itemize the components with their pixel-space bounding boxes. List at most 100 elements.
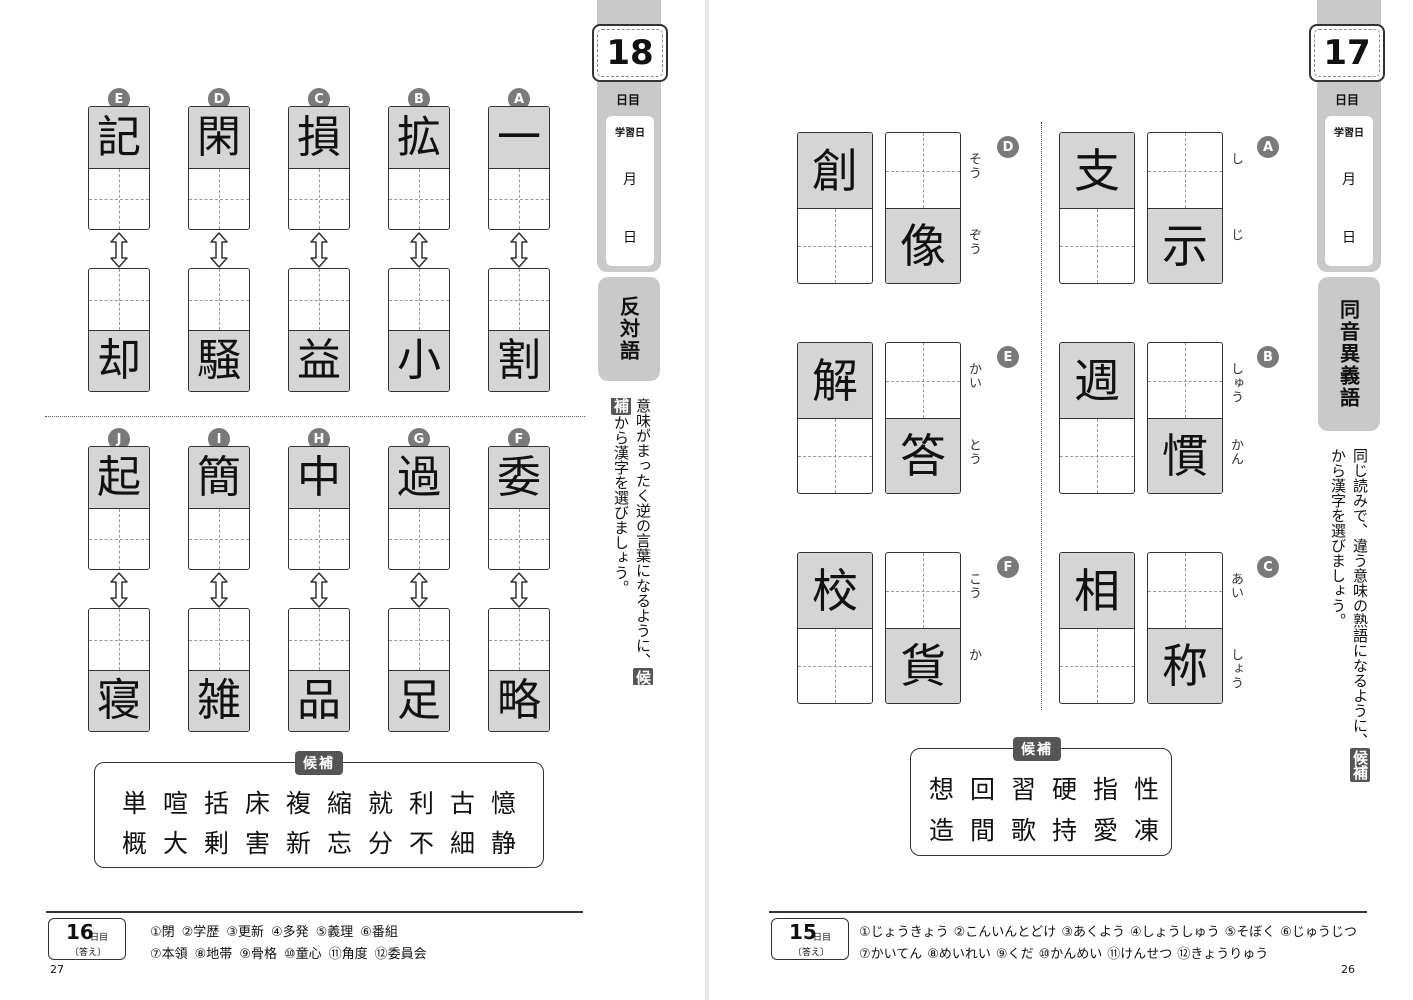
answer-slot <box>886 343 960 418</box>
kanji-cell[interactable]: 支 <box>1059 132 1135 284</box>
kanji-cell[interactable]: 中 <box>288 446 350 570</box>
kanji-cell[interactable]: 割 <box>488 268 550 392</box>
answer-slot <box>886 133 960 208</box>
given-kanji: 益 <box>289 330 349 391</box>
kanji-cell[interactable]: 週 <box>1059 342 1135 494</box>
answer-slot <box>89 508 149 569</box>
candidate-kanji[interactable]: 複 <box>285 789 311 818</box>
candidate-kanji[interactable]: 憶 <box>490 789 516 818</box>
candidate-kanji[interactable]: 古 <box>449 789 475 818</box>
kanji-cell[interactable]: 騒 <box>188 268 250 392</box>
candidate-kanji[interactable]: 性 <box>1133 775 1159 804</box>
kanji-cell[interactable]: 記 <box>88 106 150 230</box>
answers-day: 16 <box>66 920 94 944</box>
candidate-kanji[interactable]: 括 <box>203 789 229 818</box>
kanji-cell[interactable]: 答 <box>885 342 961 494</box>
given-kanji: 創 <box>798 133 872 208</box>
study-day: 日 <box>623 230 637 246</box>
candidate-kanji[interactable]: 分 <box>367 829 393 858</box>
kanji-cell[interactable]: 創 <box>797 132 873 284</box>
answer-item: ⑫きょうりゅう <box>1177 947 1269 962</box>
candidate-kanji[interactable]: 剰 <box>203 829 229 858</box>
answer-slot <box>1060 628 1134 703</box>
answer-slot <box>189 508 249 569</box>
candidate-kanji[interactable]: 静 <box>490 829 516 858</box>
candidate-kanji[interactable]: 縮 <box>326 789 352 818</box>
given-kanji: 解 <box>798 343 872 418</box>
candidate-kanji[interactable]: 硬 <box>1051 775 1077 804</box>
kanji-cell[interactable]: 起 <box>88 446 150 570</box>
given-kanji: 足 <box>389 670 449 731</box>
kanji-cell[interactable]: 品 <box>288 608 350 732</box>
answer-slot <box>1060 208 1134 283</box>
candidate-kanji[interactable]: 概 <box>121 829 147 858</box>
kanji-cell[interactable]: 簡 <box>188 446 250 570</box>
study-date-card: 学習日 月 日 <box>606 116 654 266</box>
double-arrow-icon <box>310 232 328 268</box>
candidate-kanji[interactable]: 歌 <box>1010 816 1036 845</box>
kanji-cell[interactable]: 委 <box>488 446 550 570</box>
candidate-kanji[interactable]: 新 <box>285 829 311 858</box>
answer-item: ④多発 <box>270 925 309 940</box>
kanji-cell[interactable]: 足 <box>388 608 450 732</box>
answer-item: ①じょうきょう <box>859 925 949 940</box>
kanji-cell[interactable]: 示 <box>1147 132 1223 284</box>
candidate-kanji[interactable]: 造 <box>928 816 954 845</box>
candidate-kanji[interactable]: 間 <box>969 816 995 845</box>
kanji-cell[interactable]: 雑 <box>188 608 250 732</box>
kanji-cell[interactable]: 慣 <box>1147 342 1223 494</box>
day-number: 17 <box>1323 33 1371 73</box>
given-kanji: 貨 <box>886 628 960 703</box>
kanji-cell[interactable]: 閑 <box>188 106 250 230</box>
answer-slot <box>189 168 249 229</box>
kanji-cell[interactable]: 小 <box>388 268 450 392</box>
candidate-kanji[interactable]: 単 <box>121 789 147 818</box>
candidate-kanji[interactable]: 習 <box>1010 775 1036 804</box>
candidate-kanji[interactable]: 忘 <box>326 829 352 858</box>
candidate-kanji[interactable]: 指 <box>1092 775 1118 804</box>
candidate-kanji[interactable]: 想 <box>928 775 954 804</box>
day-suffix: 日目 <box>616 93 641 107</box>
candidate-kanji[interactable]: 大 <box>162 829 188 858</box>
answers-sub: 〔答え〕 <box>793 948 830 958</box>
candidate-kanji[interactable]: 利 <box>408 789 434 818</box>
kanji-cell[interactable]: 像 <box>885 132 961 284</box>
candidate-kanji[interactable]: 床 <box>244 789 270 818</box>
study-month: 月 <box>623 172 637 188</box>
kanji-cell[interactable]: 却 <box>88 268 150 392</box>
candidate-kanji[interactable]: 愛 <box>1092 816 1118 845</box>
candidate-kanji[interactable]: 喧 <box>162 789 188 818</box>
kanji-cell[interactable]: 解 <box>797 342 873 494</box>
kanji-cell[interactable]: 損 <box>288 106 350 230</box>
kanji-cell[interactable]: 益 <box>288 268 350 392</box>
answer-item: ⑪角度 <box>328 947 368 962</box>
answer-slot <box>489 609 549 670</box>
candidate-kanji[interactable]: 害 <box>244 829 270 858</box>
candidate-kanji[interactable]: 持 <box>1051 816 1077 845</box>
kanji-cell[interactable]: 一 <box>488 106 550 230</box>
kanji-cell[interactable]: 校 <box>797 552 873 704</box>
kanji-cell[interactable]: 相 <box>1059 552 1135 704</box>
kanji-cell[interactable]: 略 <box>488 608 550 732</box>
candidate-kanji[interactable]: 就 <box>367 789 393 818</box>
candidate-kanji[interactable]: 凍 <box>1133 816 1159 845</box>
kanji-cell[interactable]: 貨 <box>885 552 961 704</box>
item-letter-badge: D <box>997 136 1019 158</box>
kanji-cell[interactable]: 称 <box>1147 552 1223 704</box>
candidate-kanji[interactable]: 不 <box>408 829 434 858</box>
answer-slot <box>289 609 349 670</box>
kanji-cell[interactable]: 拡 <box>388 106 450 230</box>
reading-bottom: か <box>966 648 981 662</box>
item-letter-badge: F <box>997 556 1019 578</box>
candidate-kanji[interactable]: 細 <box>449 829 475 858</box>
instruction-line2: から漢字を選びましょう。 <box>612 415 630 595</box>
kanji-cell[interactable]: 寝 <box>88 608 150 732</box>
kanji-cell[interactable]: 過 <box>388 446 450 570</box>
answer-slot <box>798 208 872 283</box>
item-letter-badge: G <box>408 428 430 450</box>
reading-bottom: かん <box>1228 438 1243 466</box>
candidate-kanji[interactable]: 回 <box>969 775 995 804</box>
reading-top: そう <box>966 152 981 180</box>
given-kanji: 校 <box>798 553 872 628</box>
